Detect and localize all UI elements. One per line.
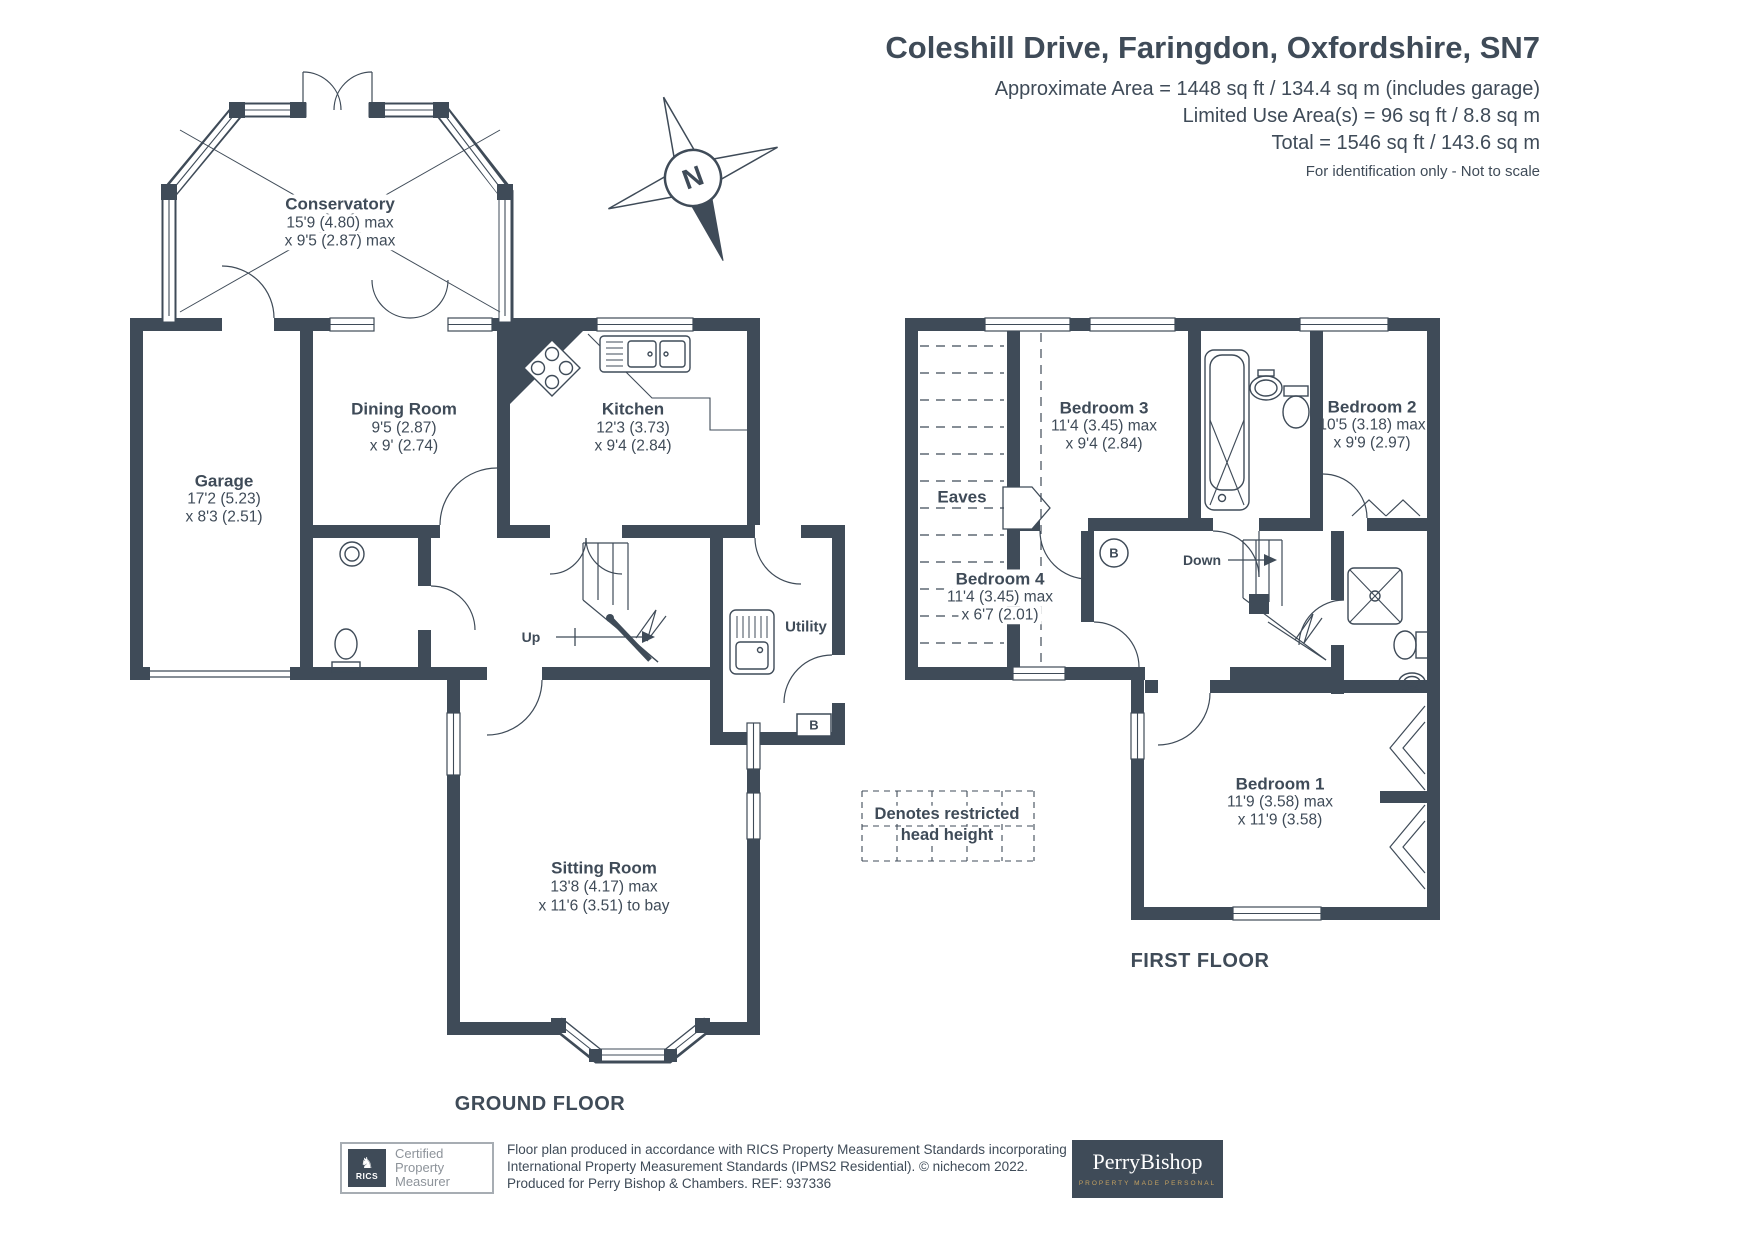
gf-openings bbox=[150, 317, 845, 840]
bedroom2-dim2: x 9'9 (2.97) bbox=[1333, 434, 1411, 452]
bedroom4-label: Bedroom 4 bbox=[952, 569, 1048, 589]
first-floor-title: FIRST FLOOR bbox=[1130, 950, 1270, 972]
gf-stairs bbox=[556, 542, 667, 663]
utility-label: Utility bbox=[785, 618, 827, 636]
conservatory-label: Conservatory bbox=[282, 194, 398, 214]
conservatory-dim1: 15'9 (4.80) max bbox=[283, 214, 397, 232]
conservatory-dim2: x 9'5 (2.87) max bbox=[281, 232, 399, 250]
limited-use-area: Limited Use Area(s) = 96 sq ft / 8.8 sq … bbox=[1182, 105, 1540, 127]
dining-room-dim1: 9'5 (2.87) bbox=[371, 419, 437, 437]
bedroom2-label: Bedroom 2 bbox=[1327, 397, 1417, 417]
up-label: Up bbox=[521, 629, 541, 645]
legend-grid bbox=[861, 790, 1035, 862]
kitchen-label: Kitchen bbox=[601, 399, 665, 419]
ff-doors bbox=[1039, 473, 1368, 746]
bay-window bbox=[551, 1017, 714, 1064]
dining-room-label: Dining Room bbox=[351, 399, 457, 419]
bedroom1-dim1: 11'9 (3.58) max bbox=[1226, 793, 1334, 811]
bedroom4-dim2: x 6'7 (2.01) bbox=[958, 606, 1042, 624]
footer-disclaimer-line2: International Property Measurement Stand… bbox=[507, 1159, 1028, 1174]
bedroom3-label: Bedroom 3 bbox=[1059, 398, 1149, 418]
gf-doors bbox=[221, 265, 833, 736]
gf-fixtures bbox=[331, 331, 832, 737]
bedroom3-dim2: x 9'4 (2.84) bbox=[1065, 435, 1143, 453]
kitchen-dim2: x 9'4 (2.84) bbox=[594, 437, 672, 455]
eaves-hatching bbox=[920, 333, 1042, 665]
sitting-room-dim1: 13'8 (4.17) max bbox=[550, 878, 658, 896]
perry-bishop-logo: PerryBishop PROPERTY MADE PERSONAL bbox=[1072, 1140, 1223, 1198]
garage-dim2: x 8'3 (2.51) bbox=[185, 508, 263, 526]
down-label: Down bbox=[1182, 552, 1222, 568]
footer-disclaimer-line3: Produced for Perry Bishop & Chambers. RE… bbox=[507, 1176, 832, 1191]
garage-label: Garage bbox=[194, 471, 254, 491]
garage-dim1: 17'2 (5.23) bbox=[187, 490, 261, 508]
sitting-room-label: Sitting Room bbox=[551, 858, 657, 878]
eaves-label: Eaves bbox=[934, 487, 990, 507]
ff-stairs bbox=[1228, 539, 1327, 661]
compass-icon bbox=[608, 96, 778, 261]
gf-boiler-label: B bbox=[809, 717, 819, 733]
legend-line2: head height bbox=[897, 827, 997, 844]
legend-line1: Denotes restricted bbox=[871, 806, 1023, 823]
rics-certification-text: Certified Property Measurer bbox=[395, 1146, 450, 1189]
bedroom1-label: Bedroom 1 bbox=[1235, 774, 1325, 794]
bedroom3-dim1: 11'4 (3.45) max bbox=[1050, 417, 1158, 435]
dining-room-dim2: x 9' (2.74) bbox=[369, 437, 439, 455]
total-area: Total = 1546 sq ft / 143.6 sq m bbox=[1271, 132, 1541, 154]
bedroom2-dim1: 10'5 (3.18) max bbox=[1318, 416, 1426, 434]
rics-certified-logo: ♞ RICS Certified Property Measurer bbox=[340, 1142, 494, 1194]
ground-floor-title: GROUND FLOOR bbox=[454, 1093, 626, 1115]
conservatory-structure bbox=[161, 71, 514, 326]
sitting-room-dim2: x 11'6 (3.51) to bay bbox=[538, 897, 670, 915]
page-title: Coleshill Drive, Faringdon, Oxfordshire,… bbox=[885, 30, 1540, 65]
ff-openings bbox=[984, 317, 1389, 921]
scale-note: For identification only - Not to scale bbox=[1305, 163, 1540, 180]
ff-fixtures bbox=[1099, 349, 1429, 890]
ff-boiler-label: B bbox=[1109, 545, 1119, 561]
bedroom1-dim2: x 11'9 (3.58) bbox=[1237, 811, 1323, 829]
approximate-area: Approximate Area = 1448 sq ft / 134.4 sq… bbox=[994, 78, 1540, 100]
footer-disclaimer-line1: Floor plan produced in accordance with R… bbox=[507, 1142, 1067, 1157]
rics-lion-icon: ♞ bbox=[360, 1154, 374, 1172]
rics-logo-mark: ♞ RICS bbox=[348, 1149, 386, 1187]
bedroom4-dim1: 11'4 (3.45) max bbox=[943, 588, 1057, 606]
kitchen-dim1: 12'3 (3.73) bbox=[596, 419, 670, 437]
